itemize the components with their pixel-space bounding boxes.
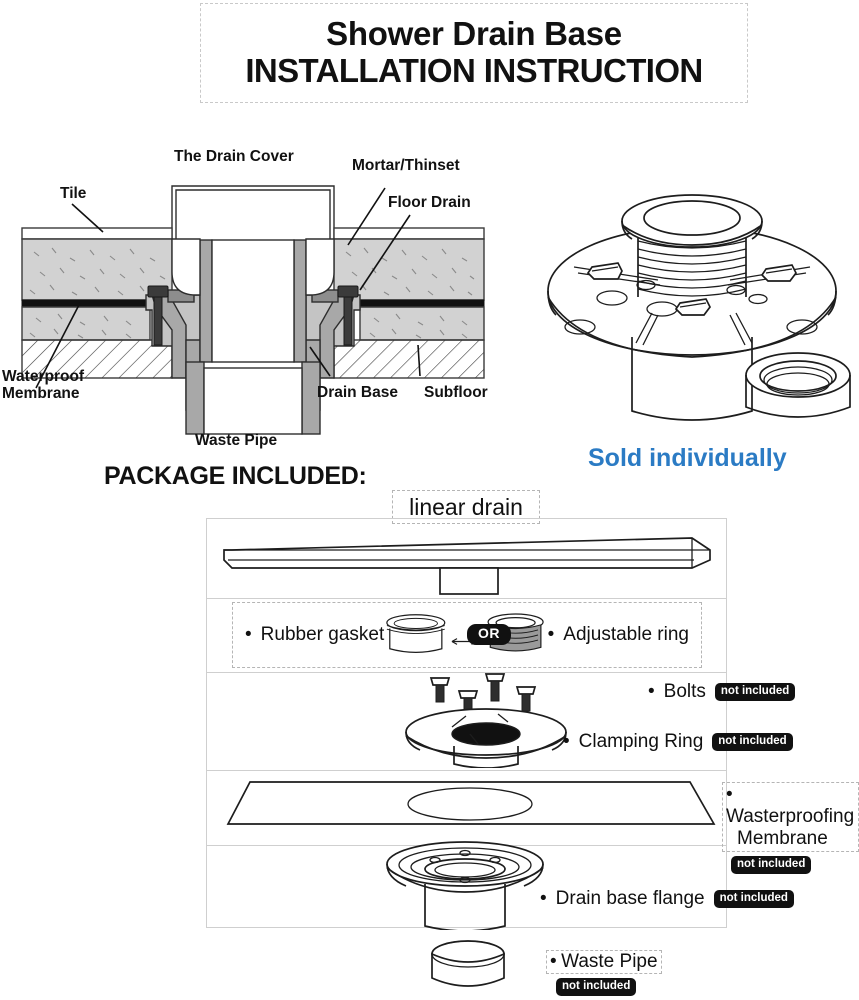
waterproofing-membrane-item: • Wasterproofing Membrane not included [722,782,859,874]
leader-floor-drain [359,214,411,291]
label-floor-drain: Floor Drain [388,194,471,211]
label-waterproof-membrane-line-1: Waterproof [2,368,85,385]
waterproofing-membrane-drawing [226,781,716,825]
linear-drain-caption-box: linear drain [392,490,540,524]
label-waterproof-membrane-line-2: Membrane [2,385,80,403]
clamping-ring-bullet: • [563,731,570,752]
bolt-2 [457,690,479,716]
linear-drain-caption: linear drain [409,493,523,520]
bolt-3 [484,673,506,702]
clamping-ring-label: Clamping Ring [578,731,704,752]
riser-top-collar [621,194,763,248]
title-box: Shower Drain Base INSTALLATION INSTRUCTI… [200,3,748,103]
bolts-clamping-ring-drawing [405,673,567,768]
flange-bolt-right [760,264,797,282]
membrane-label-line-2: Membrane [737,828,828,849]
package-contents-frame [206,518,727,928]
drain-riser-right [293,239,307,363]
waste-pipe-bullet: • [550,951,557,972]
cover-skirt-left [171,238,201,296]
bolts-bullet: • [648,681,655,702]
membrane-label-line-1: Wasterproofing [726,806,855,827]
leader-drain-base [309,346,331,377]
outlet-pipe [631,337,753,421]
label-waterproof-membrane: Waterproof Membrane [2,368,120,403]
bolts-label: Bolts [663,681,706,702]
subfloor-left [21,339,173,379]
label-tile: Tile [60,185,87,202]
waste-pipe-not-included-badge: not included [556,978,637,996]
package-divider-3 [206,770,727,771]
clamping-ring-drawing [405,708,567,768]
drain-throat [211,239,295,363]
bolts-not-included-badge: not included [714,683,796,701]
bolt-4 [515,686,537,712]
linear-drain-drawing [223,537,711,595]
leader-mortar [347,187,386,246]
bolts-item: • Bolts not included [648,681,796,703]
subfloor-right [333,339,485,379]
page-title-line-1: Shower Drain Base [326,14,622,52]
drain-base-flange-drawing [386,841,544,930]
waste-pipe-drawing [431,940,505,987]
cover-skirt-right [305,238,335,296]
membrane-bullet: • [726,784,733,805]
cross-section-diagram [21,185,485,435]
clamp-bolt-left [147,285,169,346]
adjustable-ring-bullet: • [547,624,555,645]
label-subfloor: Subfloor [424,384,488,401]
rubber-gasket-drawing [386,614,446,653]
gasket-or-ring-drawings [386,613,544,653]
label-drain-cover: The Drain Cover [174,148,294,165]
clamping-ring-item: • Clamping Ring not included [563,731,793,753]
flange-bolt-left [586,262,623,280]
weep-holes [564,279,818,335]
rubber-gasket-bullet: • [245,624,252,645]
waste-pipe-item: • Waste Pipe not included [546,950,662,996]
tile-layer-left [21,227,173,240]
or-badge: OR [467,624,511,645]
drain-base-flange-not-included-badge: not included [713,890,794,908]
drain-base-flange-bullet: • [540,888,547,909]
membrane-not-included-badge: not included [731,856,812,874]
waterproofing-membrane-caption-box: • Wasterproofing Membrane [722,782,859,852]
drain-cover-shape [171,185,335,245]
label-mortar-thinset: Mortar/Thinset [352,157,460,174]
leader-membrane [35,302,81,389]
adjustable-ring-render [745,352,851,418]
sold-individually-caption: Sold individually [588,444,787,472]
flange-bolt-front [674,298,711,316]
leader-subfloor [417,344,421,377]
package-divider-2 [206,672,727,673]
label-drain-base: Drain Base [317,384,398,401]
drain-base-3d-render [547,194,851,421]
bolt-1 [429,677,451,703]
tile-layer-right [333,227,485,240]
clamp-bolt-right [337,285,359,346]
adjustable-ring-label: Adjustable ring [563,624,689,645]
page-title-line-2: INSTALLATION INSTRUCTION [245,52,703,90]
drain-base-flange-item: • Drain base flange not included [540,888,794,910]
drain-base-flange-label: Drain base flange [555,888,705,909]
rubber-gasket-label: Rubber gasket [260,624,385,645]
waste-pipe-caption-box: • Waste Pipe [546,950,662,974]
adjustable-ring-item: • Adjustable ring [548,624,689,646]
package-included-heading: PACKAGE INCLUDED: [104,462,367,490]
waste-pipe-label: Waste Pipe [561,951,658,972]
drain-riser-left [199,239,213,363]
waste-pipe-bore [203,367,303,435]
package-divider-1 [206,598,727,599]
clamping-ring-not-included-badge: not included [712,733,793,751]
mortar-bed-left [21,306,151,341]
leader-tile [71,203,104,233]
waste-pipe-wall-left [185,361,205,435]
label-waste-pipe: Waste Pipe [195,432,278,449]
rubber-gasket-item: • Rubber gasket [245,624,384,646]
